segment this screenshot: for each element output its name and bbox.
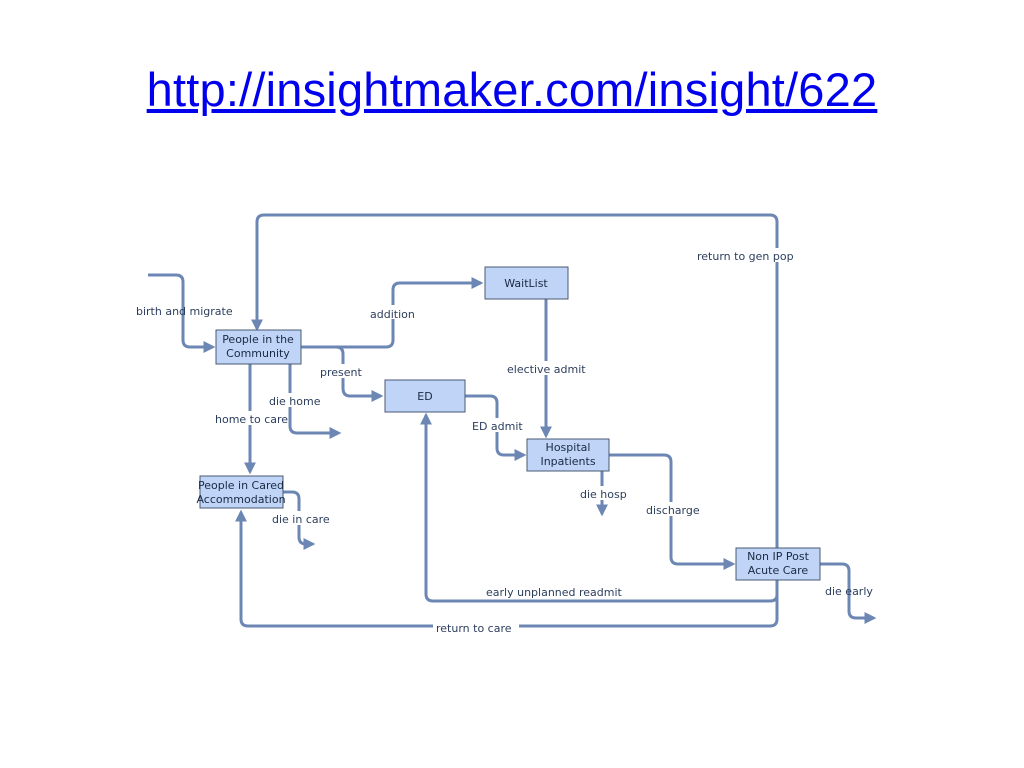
stock-non-ip-post-acute-care[interactable]: Non IP Post Acute Care [735,547,821,581]
stock-label-line: Hospital [546,441,591,454]
flow-label-die-home: die home [269,395,321,408]
flow-label-die-early: die early [825,585,873,598]
stock-ed[interactable]: ED [384,379,466,413]
stock-label-line: Inpatients [540,455,595,468]
flow-label-present: present [320,366,363,379]
flow-label-return-to-care: return to care [436,622,512,635]
flow-label-early-unplanned-readmit: early unplanned readmit [486,586,623,599]
stock-label-line: People in Cared [198,479,284,492]
flow-die-early [820,562,877,624]
stock-label-line: People in the [222,333,294,346]
flow-label-return-to-gen-pop: return to gen pop [697,250,794,263]
stock-waitlist[interactable]: WaitList [484,266,569,300]
flow-die-home [288,364,342,439]
flow-label-discharge: discharge [646,504,700,517]
insight-link[interactable]: http://insightmaker.com/insight/622 [146,63,878,116]
stock-people-in-the-community[interactable]: People in the Community [215,329,302,365]
flow-return-to-care [235,509,779,628]
flow-label-elective-admit: elective admit [507,363,586,376]
stock-label-line: Accommodation [196,493,285,506]
flow-label-addition: addition [370,308,415,321]
stock-label-line: WaitList [504,277,548,290]
page-title: http://insightmaker.com/insight/622 [0,62,1024,117]
flow-return-to-gen-pop [251,213,779,600]
stock-label-line: Community [226,347,290,360]
flow-label-die-in-care: die in care [272,513,330,526]
stock-hospital-inpatients[interactable]: Hospital Inpatients [526,438,610,472]
flow-label-ed-admit: ED admit [472,420,523,433]
flow-label-die-hosp: die hosp [580,488,627,501]
flow-label-home-to-care: home to care [215,413,288,426]
stock-label-line: ED [417,390,432,403]
flow-birth-and-migrate [148,273,216,353]
stock-label-line: Non IP Post [747,550,810,563]
flow-label-birth-and-migrate: birth and migrate [136,305,233,318]
stock-label-line: Acute Care [748,564,809,577]
stock-people-in-cared-accommodation[interactable]: People in Cared Accommodation [196,475,286,509]
